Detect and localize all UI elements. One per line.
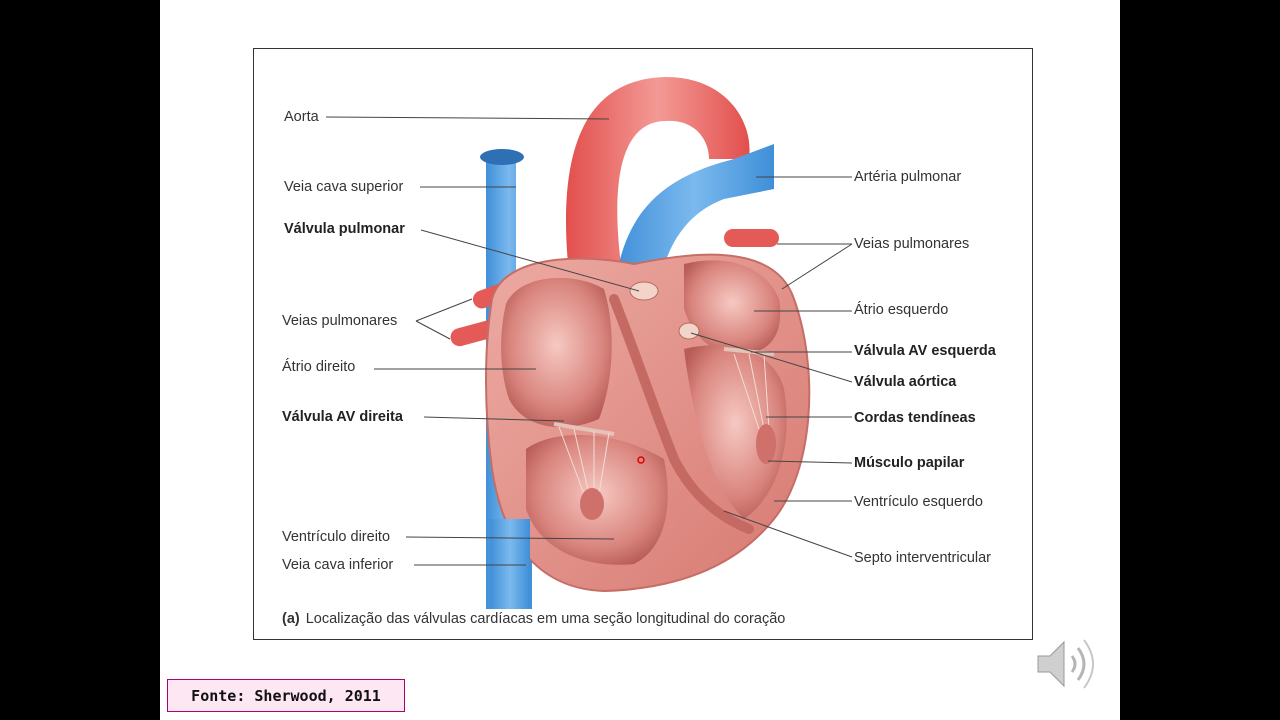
aortic-arch: [565, 77, 750, 299]
label-ventriculo-esquerdo: Ventrículo esquerdo: [854, 494, 983, 510]
left-atrium: [684, 260, 781, 355]
interventricular-septum: [609, 294, 754, 534]
inferior-vena-cava: [490, 519, 530, 609]
heart-illustration: [325, 77, 853, 609]
leader-lines: [325, 116, 853, 566]
pulmonary-vein-right-upper: [724, 229, 779, 247]
aortic-valve: [678, 322, 700, 340]
pointer-marker: [637, 456, 645, 464]
left-ventricle: [684, 345, 787, 519]
label-valvula-av-direita: Válvula AV direita: [282, 409, 403, 425]
label-valvula-pulmonar: Válvula pulmonar: [284, 221, 405, 237]
caption-text: Localização das válvulas cardíacas em um…: [305, 611, 786, 627]
label-aorta: Aorta: [284, 109, 319, 125]
label-valvula-aortica: Válvula aórtica: [854, 374, 957, 390]
label-arteria-pulmonar: Artéria pulmonar: [854, 169, 962, 185]
papillary-muscle-right: [580, 488, 604, 520]
label-ventriculo-direito: Ventrículo direito: [282, 529, 391, 545]
pulmonary-valve: [629, 281, 659, 301]
label-musculo-papilar: Músculo papilar: [854, 455, 965, 471]
label-veia-cava-superior: Veia cava superior: [284, 179, 404, 195]
tricuspid-valve: [553, 422, 615, 436]
label-valvula-av-esquerda: Válvula AV esquerda: [854, 343, 996, 359]
label-septo-interventricular: Septo interventricular: [854, 550, 992, 566]
label-cordas-tendineas: Cordas tendíneas: [854, 410, 976, 426]
mitral-valve: [723, 347, 775, 356]
papillary-muscle-left: [756, 424, 776, 464]
caption-tag: (a): [282, 611, 300, 627]
speaker-icon[interactable]: [1032, 632, 1096, 696]
heart-diagram-figure: Aorta Veia cava superior Válvula pulmona…: [253, 48, 1033, 640]
label-veia-cava-inferior: Veia cava inferior: [282, 557, 394, 573]
label-veias-pulmonares-left: Veias pulmonares: [282, 313, 398, 329]
figure-caption: (a) Localização das válvulas cardíacas em…: [282, 611, 785, 627]
label-atrio-esquerdo: Átrio esquerdo: [854, 302, 949, 318]
label-atrio-direito: Átrio direito: [282, 359, 356, 375]
pulmonary-vein-left-lower: [450, 319, 500, 347]
source-note: Fonte: Sherwood, 2011: [167, 679, 405, 712]
right-atrium: [501, 277, 612, 428]
label-veias-pulmonares-right: Veias pulmonares: [854, 236, 970, 252]
